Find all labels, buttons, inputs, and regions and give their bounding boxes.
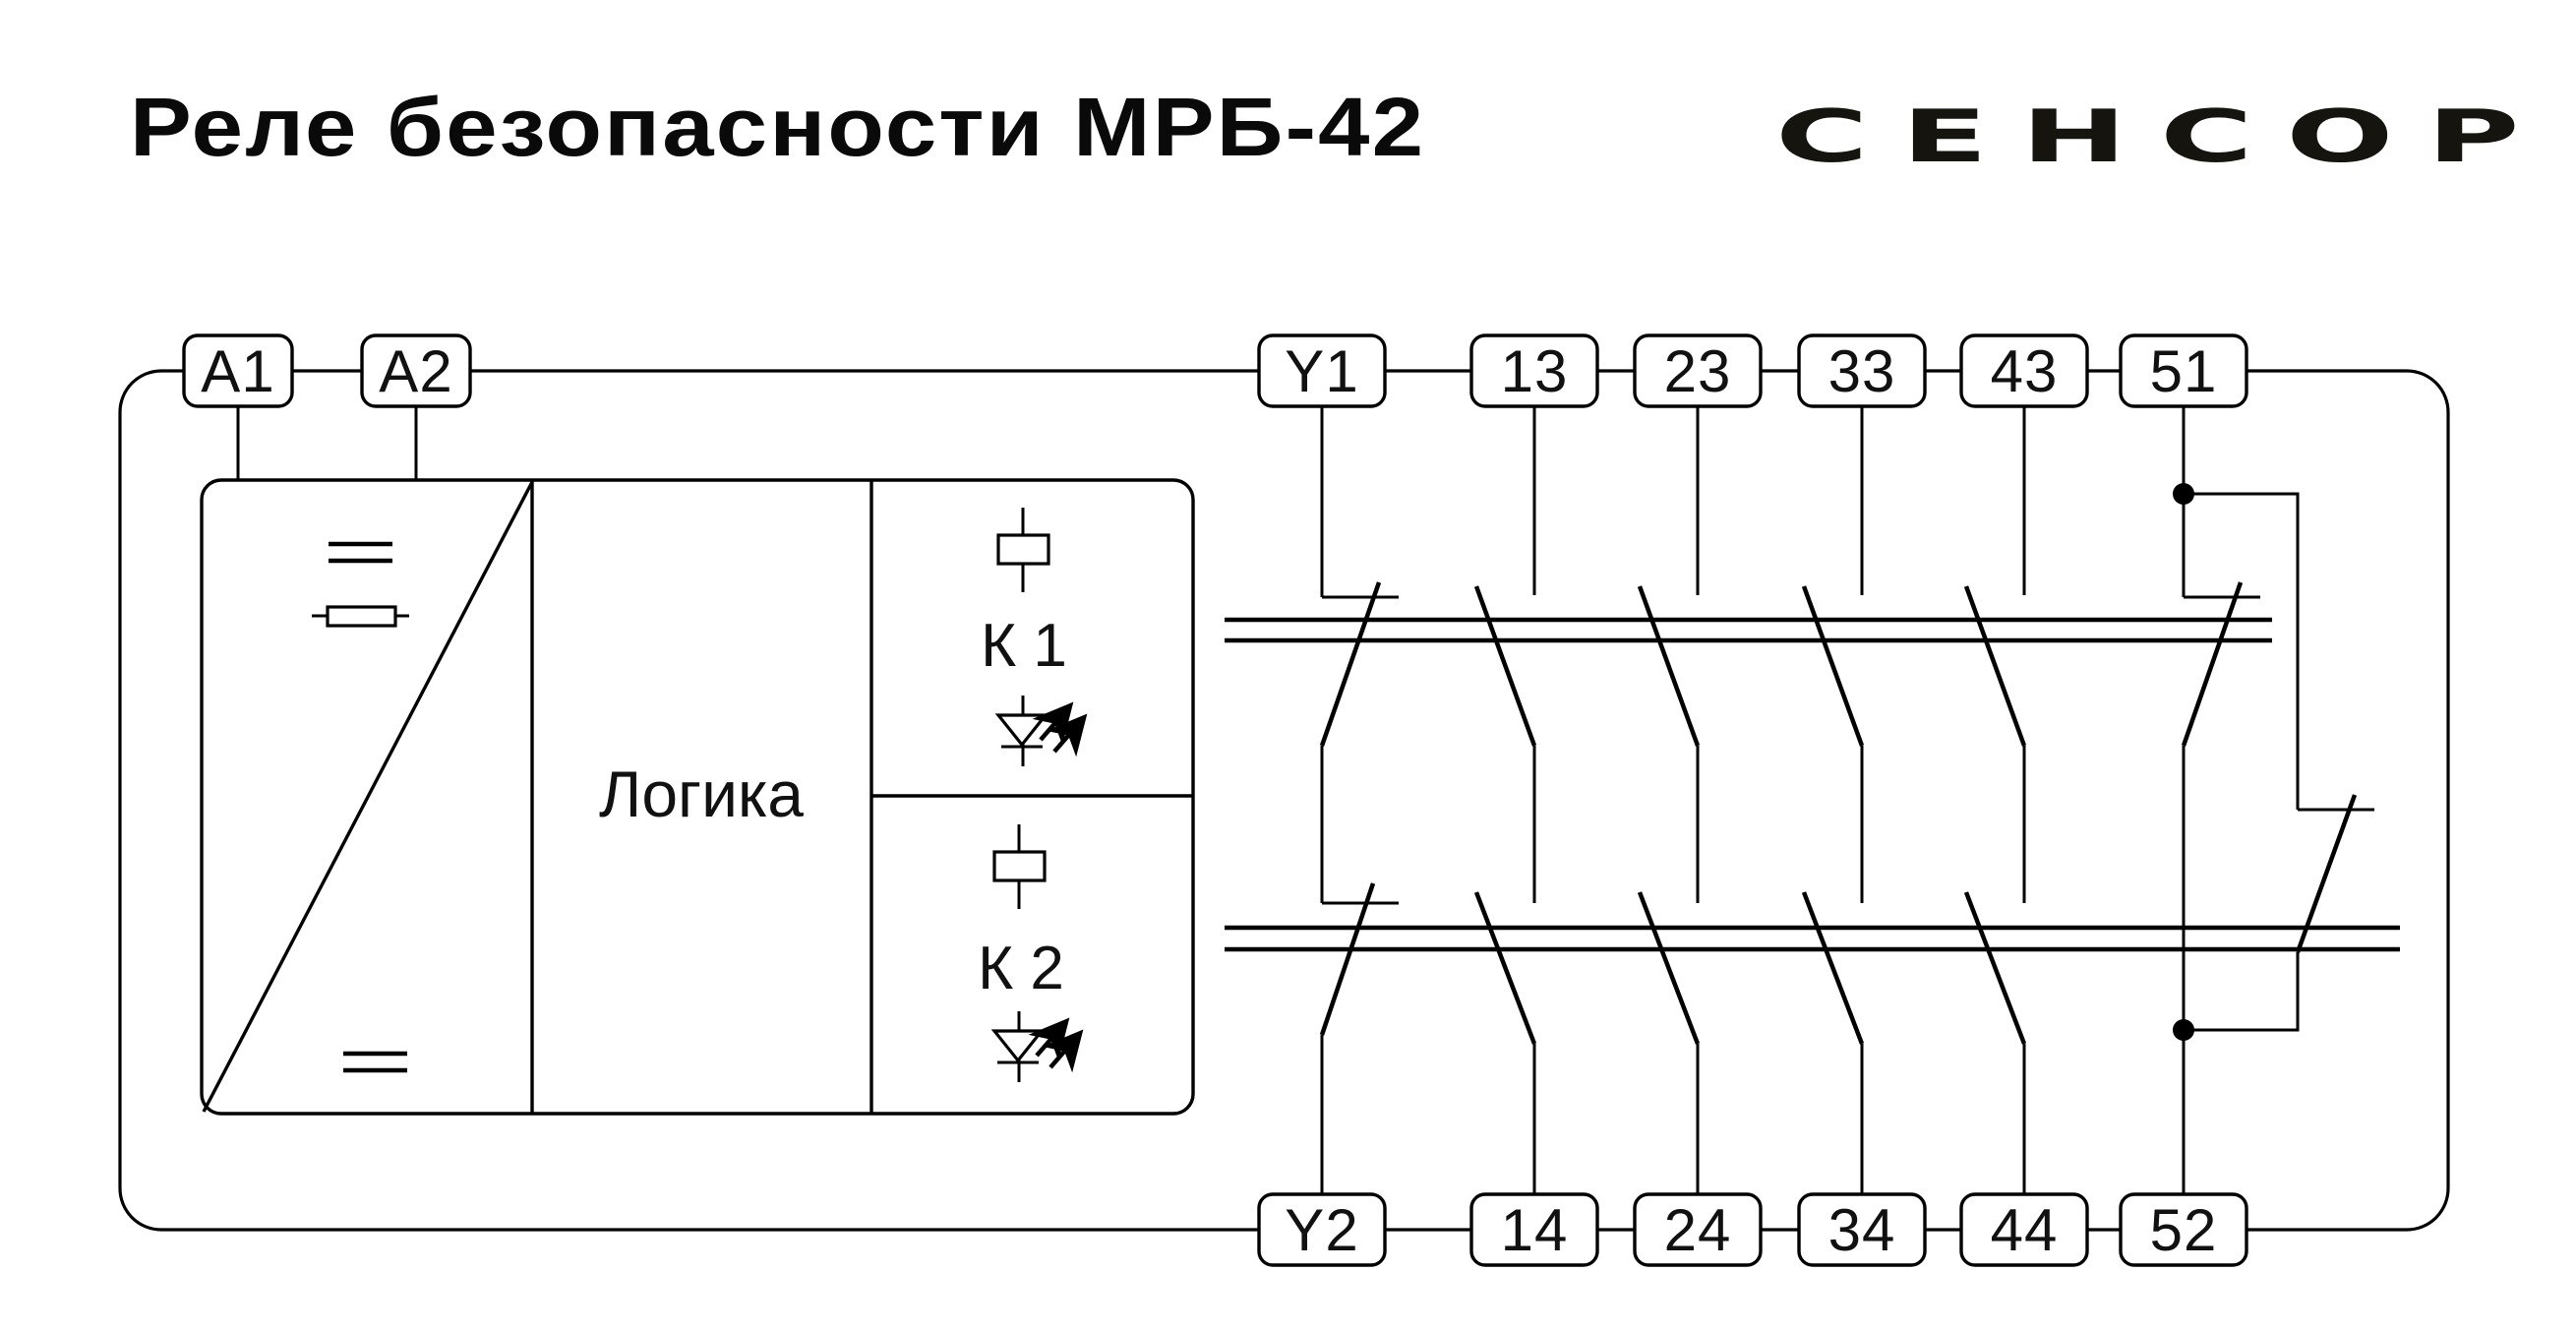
channel-51-52 (2173, 406, 2374, 1194)
terminal-13: 13 (1469, 333, 1599, 408)
no-contact-blade (1473, 891, 1537, 1045)
nc-contact-blade (1319, 882, 1376, 1036)
fuse-icon (312, 605, 409, 628)
internal-module: Логика К 1 К 2 (200, 478, 1195, 1116)
channel-23-24 (1637, 406, 1701, 1194)
branch-wire (2184, 952, 2300, 1032)
terminal-52: 52 (2119, 1192, 2248, 1267)
nc-contact-blade (2295, 794, 2358, 953)
terminal-44: 44 (1959, 1192, 2089, 1267)
terminal-43: 43 (1959, 333, 2089, 408)
terminal-y1: Y1 (1257, 333, 1387, 408)
terminal-a1: A1 (182, 333, 294, 408)
dc-symbol-bottom-icon (343, 1051, 407, 1073)
svg-text:44: 44 (1991, 1197, 2059, 1263)
svg-text:14: 14 (1501, 1197, 1569, 1263)
relay-k1-cell: К 1 (981, 508, 1088, 766)
relay-coil-icon-k1 (996, 508, 1050, 592)
terminal-14: 14 (1469, 1192, 1599, 1267)
channel-43-44 (1963, 406, 2027, 1194)
terminal-34: 34 (1797, 1192, 1927, 1267)
channel-33-34 (1801, 406, 1865, 1194)
relay-coil-icon-k2 (992, 824, 1047, 909)
terminal-23: 23 (1633, 333, 1763, 408)
no-contact-blade (1637, 585, 1701, 747)
terminal-24: 24 (1633, 1192, 1763, 1267)
relay-enclosure-outline (118, 369, 2450, 1232)
no-contact-blade (1473, 585, 1537, 747)
svg-text:A2: A2 (379, 338, 452, 404)
terminal-33: 33 (1797, 333, 1927, 408)
led-icon-k2 (990, 1011, 1084, 1082)
svg-text:34: 34 (1828, 1197, 1896, 1263)
power-terminal-leads (236, 406, 418, 480)
no-contact-blade (1963, 585, 2027, 747)
svg-text:13: 13 (1501, 338, 1569, 404)
no-contact-blade (1801, 585, 1865, 747)
svg-text:Y2: Y2 (1285, 1197, 1358, 1263)
terminal-a2: A2 (360, 333, 472, 408)
svg-text:43: 43 (1991, 338, 2059, 404)
nc-contact-blade (1319, 581, 1382, 747)
svg-text:23: 23 (1664, 338, 1732, 404)
led-icon-k1 (994, 696, 1088, 766)
relay-k2-label: К 2 (978, 935, 1064, 1002)
header: Реле безопасности МРБ-42 СЕНСОР (130, 81, 2552, 179)
branch-wire (2184, 492, 2300, 810)
dc-symbol-top-icon (329, 541, 392, 564)
logic-label: Логика (599, 757, 804, 830)
no-contact-blade (1963, 891, 2027, 1045)
brand-logo: СЕНСОР (1775, 94, 2552, 179)
svg-text:52: 52 (2150, 1197, 2218, 1263)
converter-diagonal (202, 481, 534, 1113)
svg-text:A1: A1 (201, 338, 274, 404)
svg-text:24: 24 (1664, 1197, 1732, 1263)
relay-k1-label: К 1 (981, 612, 1067, 680)
page-title: Реле безопасности МРБ-42 (130, 81, 1425, 173)
terminal-51: 51 (2119, 333, 2248, 408)
no-contact-blade (1637, 891, 1701, 1045)
channel-y1-y2 (1319, 406, 1399, 1194)
channel-13-14 (1473, 406, 1537, 1194)
mechanical-link-bars (1225, 617, 2400, 952)
junction-dot (2173, 1019, 2194, 1041)
terminal-y2: Y2 (1257, 1192, 1387, 1267)
svg-text:51: 51 (2150, 338, 2218, 404)
nc-contact-blade (2181, 581, 2244, 747)
dc-converter-symbol (202, 481, 534, 1113)
svg-text:33: 33 (1828, 338, 1896, 404)
svg-text:Y1: Y1 (1285, 338, 1358, 404)
no-contact-blade (1801, 891, 1865, 1045)
relay-k2-cell: К 2 (978, 824, 1084, 1082)
junction-dot (2173, 483, 2194, 505)
